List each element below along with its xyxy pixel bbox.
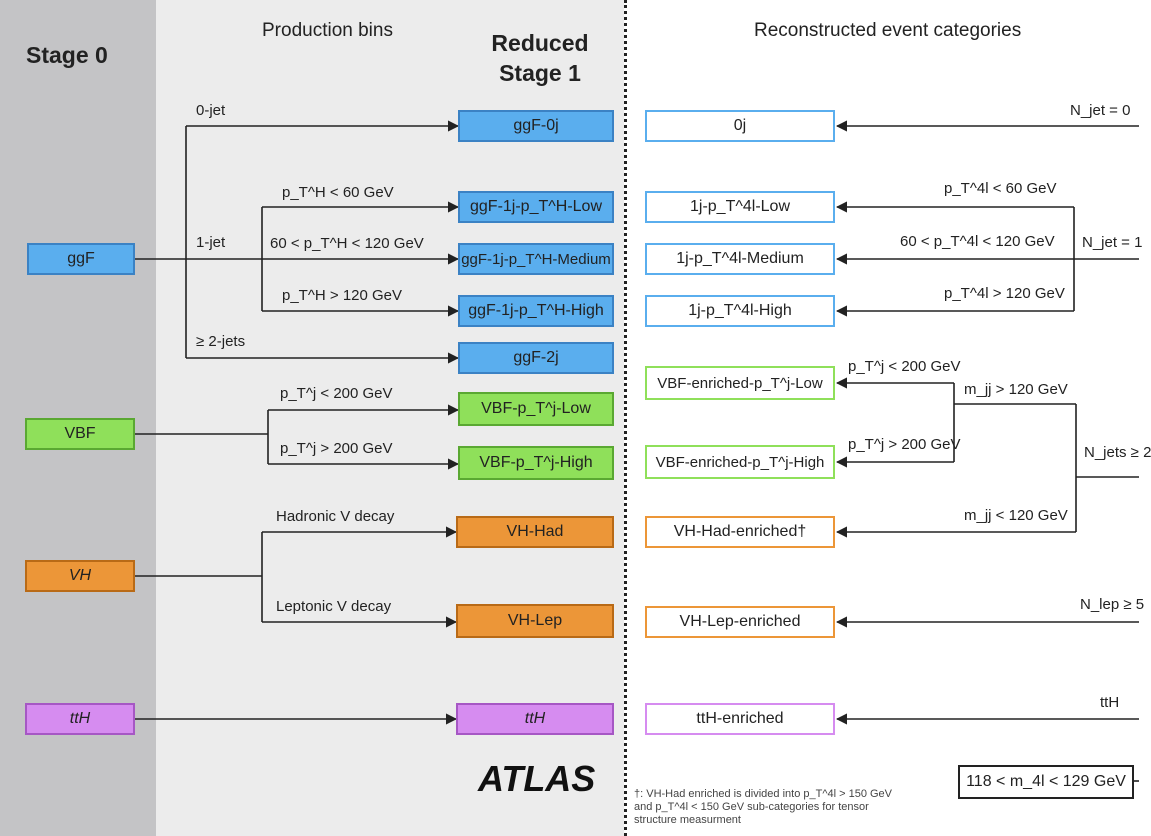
reco-vbf-low-label: VBF-enriched-p_T^j-Low <box>657 374 823 392</box>
cond-njet1: N_jet = 1 <box>1082 234 1143 251</box>
cond-mjj-high: m_jj > 120 GeV <box>964 381 1068 398</box>
stage1-tth-box: ttH <box>456 703 614 735</box>
stage0-vbf-box: VBF <box>25 418 135 450</box>
stage1-ggf0j-label: ggF-0j <box>513 117 559 134</box>
stage1-ggf1j-med-label: ggF-1j-p_T^H-Medium <box>461 250 611 268</box>
reco-tth-label: ttH-enriched <box>696 710 784 727</box>
stage0-header: Stage 0 <box>26 42 108 68</box>
stage1-ggf1j-high-box: ggF-1j-p_T^H-High <box>458 295 614 327</box>
reduced-stage1-header: Reduced Stage 1 <box>472 28 608 88</box>
branch-leptonic: Leptonic V decay <box>276 598 392 615</box>
reco-1j-low-box: 1j-p_T^4l-Low <box>645 191 835 223</box>
stage1-vh-lep-box: VH-Lep <box>456 604 614 638</box>
stage1-vbf-high-box: VBF-p_T^j-High <box>458 446 614 480</box>
reco-1j-low-label: 1j-p_T^4l-Low <box>690 198 790 215</box>
cond-pt4l-low: p_T^4l < 60 GeV <box>944 180 1057 197</box>
branch-ptj-high: p_T^j > 200 GeV <box>280 440 393 457</box>
reco-1j-med-box: 1j-p_T^4l-Medium <box>645 243 835 275</box>
reco-1j-high-box: 1j-p_T^4l-High <box>645 295 835 327</box>
stage1-ggf2j-box: ggF-2j <box>458 342 614 374</box>
branch-pth-low: p_T^H < 60 GeV <box>282 184 394 201</box>
stage0-tth-box: ttH <box>25 703 135 735</box>
branch-pth-med: 60 < p_T^H < 120 GeV <box>270 235 424 252</box>
branch-hadronic: Hadronic V decay <box>276 508 395 525</box>
reco-1j-high-label: 1j-p_T^4l-High <box>688 302 792 319</box>
stage0-ggf-label: ggF <box>67 250 95 267</box>
mass-window-label: 118 < m_4l < 129 GeV <box>966 773 1126 790</box>
branch-pth-high: p_T^H > 120 GeV <box>282 287 403 304</box>
footnote-line1: †: VH-Had enriched is divided into p_T^4… <box>634 788 893 800</box>
mass-window-box: 118 < m_4l < 129 GeV <box>958 765 1134 799</box>
reduced-stage1-header-line1: Reduced <box>491 30 589 56</box>
reco-vbf-high-label: VBF-enriched-p_T^j-High <box>655 453 825 471</box>
stage0-ggf-box: ggF <box>27 243 135 275</box>
footnote: †: VH-Had enriched is divided into p_T^4… <box>634 788 892 827</box>
reduced-stage1-header-line2: Stage 1 <box>499 60 581 86</box>
stage1-ggf1j-low-box: ggF-1j-p_T^H-Low <box>458 191 614 223</box>
footnote-line2: and p_T^4l < 150 GeV sub-categories for … <box>634 801 869 813</box>
reco-vh-lep-label: VH-Lep-enriched <box>679 613 801 630</box>
stage1-vbf-high-label: VBF-p_T^j-High <box>479 454 593 471</box>
atlas-logo: ATLAS <box>478 758 596 799</box>
cond-ptj-low: p_T^j < 200 GeV <box>848 358 961 375</box>
reco-vbf-high-box: VBF-enriched-p_T^j-High <box>645 445 835 479</box>
dotted-divider <box>624 0 627 836</box>
reco-0j-box: 0j <box>645 110 835 142</box>
reco-vbf-low-box: VBF-enriched-p_T^j-Low <box>645 366 835 400</box>
branch-2jets: ≥ 2-jets <box>196 333 246 350</box>
cond-pt4l-high: p_T^4l > 120 GeV <box>944 285 1065 302</box>
footnote-line3: structure measurment <box>634 814 741 826</box>
cond-tth: ttH <box>1100 694 1120 711</box>
stage1-vbf-low-box: VBF-p_T^j-Low <box>458 392 614 426</box>
reco-vh-lep-box: VH-Lep-enriched <box>645 606 835 638</box>
reco-vh-had-label: VH-Had-enriched† <box>673 523 807 540</box>
reco-categories-header: Reconstructed event categories <box>754 20 1022 41</box>
cond-njet0: N_jet = 0 <box>1070 102 1131 119</box>
stage1-vbf-low-label: VBF-p_T^j-Low <box>481 400 591 417</box>
stage1-tth-label: ttH <box>524 710 546 727</box>
cond-ptj-high: p_T^j > 200 GeV <box>848 436 961 453</box>
stage0-tth-label: ttH <box>69 710 91 727</box>
reco-1j-med-label: 1j-p_T^4l-Medium <box>676 250 804 267</box>
stage1-vh-had-box: VH-Had <box>456 516 614 548</box>
production-bins-header: Production bins <box>262 20 393 41</box>
cond-mjj-low: m_jj < 120 GeV <box>964 507 1068 524</box>
stage1-ggf1j-med-box: ggF-1j-p_T^H-Medium <box>458 243 614 275</box>
branch-ptj-low: p_T^j < 200 GeV <box>280 385 393 402</box>
stage1-ggf0j-box: ggF-0j <box>458 110 614 142</box>
stage0-vh-label: VH <box>68 567 92 584</box>
cond-njets2: N_jets ≥ 2 <box>1084 444 1151 461</box>
branch-1jet: 1-jet <box>196 234 226 251</box>
cond-nlep5: N_lep ≥ 5 <box>1080 596 1145 613</box>
branch-0jet: 0-jet <box>196 102 226 119</box>
stage0-vbf-label: VBF <box>64 425 96 442</box>
reco-tth-box: ttH-enriched <box>645 703 835 735</box>
cond-pt4l-med: 60 < p_T^4l < 120 GeV <box>900 233 1055 250</box>
reco-0j-label: 0j <box>733 117 747 134</box>
stage0-vh-box: VH <box>25 560 135 592</box>
stage1-ggf1j-high-label: ggF-1j-p_T^H-High <box>468 302 604 319</box>
stage1-vh-had-label: VH-Had <box>506 523 564 540</box>
stage1-ggf2j-label: ggF-2j <box>513 349 559 366</box>
reco-vh-had-box: VH-Had-enriched† <box>645 516 835 548</box>
stage1-ggf1j-low-label: ggF-1j-p_T^H-Low <box>470 198 602 215</box>
stage1-vh-lep-label: VH-Lep <box>507 612 563 629</box>
